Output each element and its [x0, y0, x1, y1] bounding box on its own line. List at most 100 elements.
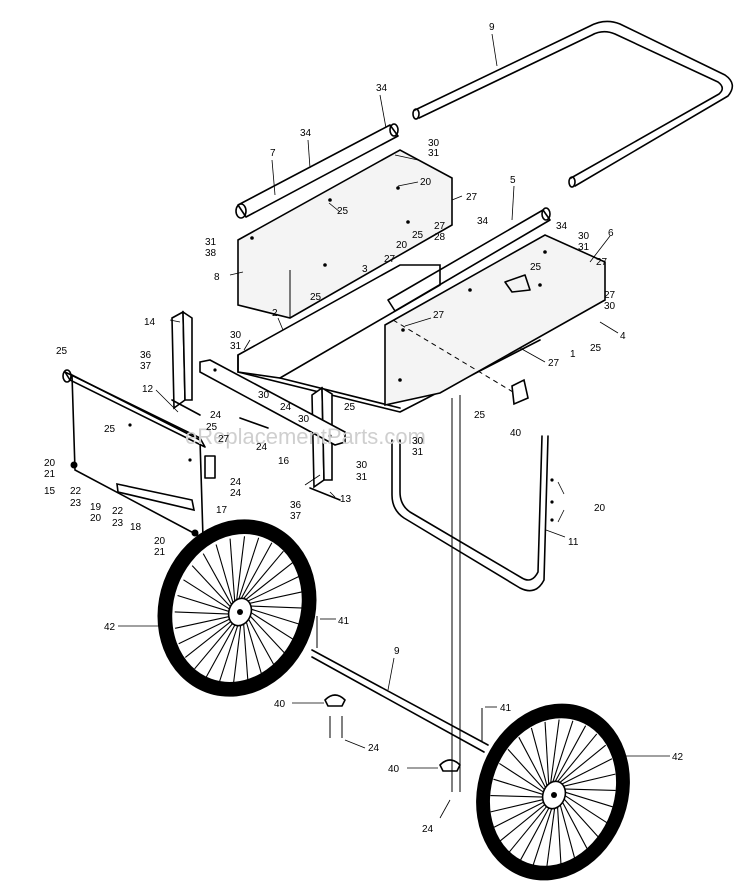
callout-34-right: 34 [556, 221, 568, 232]
wheel-spoke [191, 565, 231, 608]
wheel-spoke [244, 617, 263, 676]
callout-30-b: 27 [604, 290, 616, 301]
callout-34-rail: 34 [300, 128, 312, 139]
wheel-spoke [499, 763, 545, 793]
callout-41-a: 41 [338, 616, 350, 627]
callout-16: 16 [278, 456, 290, 467]
wheel-spoke [556, 801, 562, 865]
callout-labels: 9 34 34 7 30 31 20 27 25 5 31 38 8 20 25… [44, 22, 684, 835]
callout-40-a: 40 [274, 699, 286, 710]
callout-22-b: 22 [112, 506, 124, 517]
wheel-spoke [205, 620, 238, 678]
callout-36-b: 37 [290, 511, 302, 522]
callout-42-a: 42 [104, 622, 116, 633]
wheel-spoke [248, 607, 301, 626]
callout-31-e: 30 [230, 330, 242, 341]
callout-42-b: 42 [672, 752, 684, 763]
callout-31-h: 30 [412, 436, 424, 447]
callout-31-f: 30 [258, 390, 270, 401]
callout-26-a: 25 [337, 206, 349, 217]
wheel-spoke [544, 721, 550, 785]
wheel-spoke [238, 537, 260, 600]
callout-5: 5 [510, 175, 516, 186]
wheel-spoke [561, 773, 616, 788]
wheel-spoke [561, 788, 616, 791]
handle-tube [412, 20, 734, 188]
callout-25-e: 24 [368, 743, 380, 754]
wheel-spoke [493, 800, 547, 828]
callout-10: 9 [489, 22, 495, 33]
callout-27: 27 [218, 434, 230, 445]
callout-15: 15 [44, 486, 56, 497]
wheel-spoke [194, 619, 236, 670]
callout-6: 6 [608, 228, 614, 239]
axle-clip-left [316, 616, 346, 738]
callout-32-e: 31 [230, 341, 242, 352]
callout-20-d: 20 [90, 513, 102, 524]
rail-7 [235, 123, 399, 219]
callout-2: 2 [272, 308, 278, 319]
callout-31-a: 30 [428, 138, 440, 149]
wheel-spoke [561, 795, 599, 838]
wheel-spoke [559, 798, 588, 850]
callout-26-j: 25 [104, 424, 116, 435]
wheel-spoke [508, 802, 550, 853]
wheel-spoke [554, 725, 587, 783]
callout-32-c: 31 [578, 242, 590, 253]
callout-18: 18 [130, 522, 142, 533]
callout-28-c: 27 [596, 257, 608, 268]
callout-32-b: 31 [205, 237, 217, 248]
callout-31-i: 30 [356, 460, 368, 471]
callout-1: 1 [570, 349, 576, 360]
callout-28-a: 27 [466, 192, 478, 203]
callout-24: 24 [230, 477, 242, 488]
callout-41-b: 41 [500, 703, 512, 714]
clip-38 [511, 378, 529, 406]
wheel-spoke [236, 536, 246, 601]
callout-26-h: 25 [474, 410, 486, 421]
wheel-spoke [556, 733, 598, 784]
callout-31-g: 30 [298, 414, 310, 425]
callout-20-f: 20 [594, 503, 606, 514]
wheel-spoke [546, 802, 556, 867]
axle [311, 649, 489, 753]
callout-4: 4 [620, 331, 626, 342]
brace-16 [199, 359, 346, 446]
wheel-spoke [218, 620, 240, 683]
callout-26-c: 25 [530, 262, 542, 273]
callout-30-a: 27 [434, 221, 446, 232]
callout-26-d: 25 [310, 292, 322, 303]
callout-21-a: 21 [44, 469, 56, 480]
callout-35-b: 36 [290, 500, 302, 511]
wheel-spoke [174, 615, 231, 629]
callout-23-b: 23 [112, 518, 124, 529]
wheel-spoke [247, 591, 304, 605]
callout-26-f: 25 [56, 346, 68, 357]
callout-25-a: 24 [280, 402, 292, 413]
callout-22-a: 22 [70, 486, 82, 497]
callout-14: 14 [144, 317, 156, 328]
wheel-spoke [229, 538, 236, 602]
front-panel [384, 234, 606, 406]
callout-8: 8 [214, 272, 220, 283]
leader-lines [118, 33, 670, 819]
wheel-spoke [559, 758, 613, 786]
callout-7: 7 [270, 148, 276, 159]
wheel-left [157, 519, 317, 697]
callout-32-a: 31 [428, 148, 440, 159]
wheel-spoke [493, 778, 544, 796]
callout-26-g: 25 [344, 402, 356, 413]
wheel-spoke [184, 618, 234, 658]
wheel-spoke [242, 618, 249, 682]
wheel-spoke [530, 727, 548, 786]
wheel-spoke [247, 605, 304, 609]
callout-35-a: 36 [140, 350, 152, 361]
callout-20-c: 20 [44, 458, 56, 469]
upright-14 [171, 310, 201, 416]
axle-clip-right [439, 708, 483, 772]
callout-25-f: 24 [422, 824, 434, 835]
callout-34-top: 34 [376, 83, 388, 94]
rail-5 [387, 207, 551, 312]
callout-34-mid: 34 [477, 216, 489, 227]
wheel-spoke [183, 579, 231, 610]
